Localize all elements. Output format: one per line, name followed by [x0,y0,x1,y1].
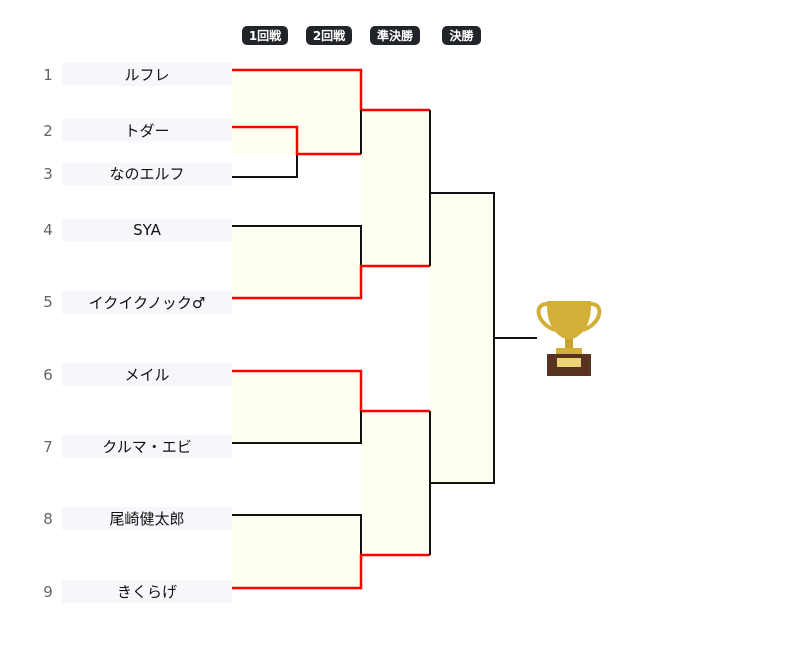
seed: 6 [43,366,53,384]
seed: 9 [43,583,53,601]
player-name: トダー [62,119,232,142]
player-name: SYA [62,218,232,241]
player-name: ルフレ [62,63,232,86]
seed: 7 [43,438,53,456]
seed: 3 [43,165,53,183]
seed: 1 [43,66,53,84]
player-name: クルマ・エビ [62,435,232,458]
seed: 8 [43,510,53,528]
player-name: なのエルフ [62,162,232,185]
round-header-semifinal: 準決勝 [370,26,420,45]
round-header-1: 1回戦 [242,26,288,45]
round-header-2: 2回戦 [306,26,352,45]
player-name: イクイクノック♂ [62,291,232,314]
seed: 2 [43,122,53,140]
seed: 5 [43,293,53,311]
player-name: きくらげ [62,580,232,603]
round-header-final: 決勝 [442,26,481,45]
player-name: 尾崎健太郎 [62,507,232,530]
player-name: メイル [62,363,232,386]
seed: 4 [43,221,53,239]
